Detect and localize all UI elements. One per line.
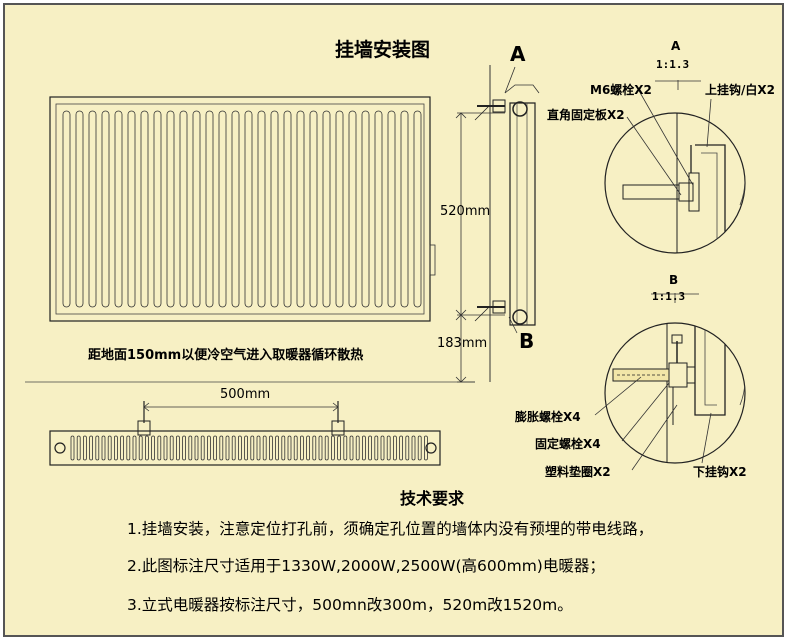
- lower-hook-label: 下挂钩X2: [693, 465, 747, 479]
- m6-bolt-label: M6螺栓X2: [590, 83, 652, 97]
- fixing-bolt-label: 固定螺栓X4: [535, 437, 601, 451]
- top-view-radiator: [49, 401, 441, 466]
- detail-b-label: B: [669, 273, 679, 287]
- height-dimension: 520mm: [440, 204, 491, 219]
- side-view-label-a: A: [510, 42, 526, 66]
- upper-hook-label: 上挂钩/白X2: [705, 83, 775, 97]
- detail-b: [594, 293, 746, 471]
- drawing-frame: 挂墙安装图 A B 520mm 183mm 距地面150mm以便冷空气进入取暖器…: [3, 3, 784, 637]
- floor-dimension: 183mm: [437, 336, 488, 351]
- plastic-washer-label: 塑料垫圈X2: [545, 465, 611, 479]
- drawing-title: 挂墙安装图: [335, 39, 431, 61]
- requirements-title: 技术要求: [400, 489, 465, 508]
- front-view-radiator: [49, 96, 436, 322]
- width-dimension: 500mm: [220, 387, 271, 402]
- detail-a-scale: 1:1.3: [656, 58, 690, 71]
- side-view-label-b: B: [519, 329, 535, 353]
- detail-a: [604, 80, 746, 254]
- bracket-plate-label: 直角固定板X2: [547, 108, 625, 122]
- requirement-item: 3.立式电暖器按标注尺寸，500mn改300m，520m改1520m。: [127, 596, 573, 614]
- side-view: [455, 65, 540, 383]
- requirement-item: 2.此图标注尺寸适用于1330W,2000W,2500W(高600mm)电暖器；: [127, 557, 605, 575]
- installation-drawing: [25, 65, 746, 471]
- floor-clearance-note: 距地面150mm以便冷空气进入取暖器循环散热: [88, 348, 364, 363]
- detail-b-scale: 1:1.3: [652, 290, 686, 303]
- requirement-item: 1.挂墙安装，注意定位打孔前，须确定孔位置的墙体内没有预埋的带电线路，: [127, 520, 654, 538]
- detail-a-label: A: [671, 39, 681, 53]
- expansion-bolt-label: 膨胀螺栓X4: [515, 410, 581, 424]
